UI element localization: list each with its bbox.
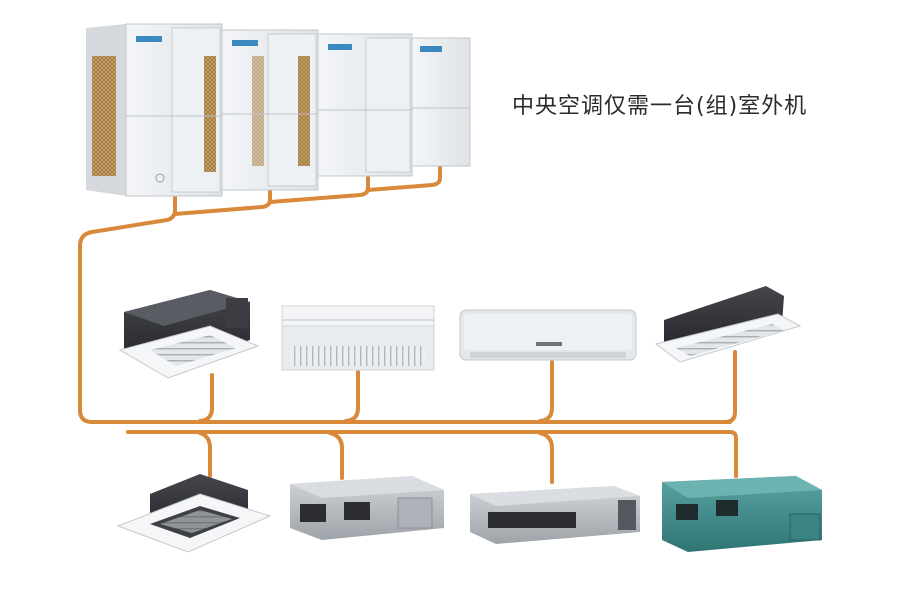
pipe-branch-r2-3 [538, 431, 554, 484]
four-way-cassette-dark [118, 290, 260, 379]
pipe-main-lower [126, 430, 738, 478]
outdoor-unit-3 [317, 33, 413, 177]
pipe-branch-r1-3 [538, 360, 554, 423]
refrigerant-pipes [78, 163, 738, 484]
pipe-branch-r2-1 [198, 431, 212, 478]
wall-mounted-unit [459, 309, 637, 361]
diagram-caption: 中央空调仅需一台(组)室外机 [512, 94, 808, 119]
duct-unit-high-static [290, 476, 444, 540]
ceiling-floor-unit [281, 305, 435, 371]
pipe-branch-r1-2 [344, 370, 360, 423]
slim-duct-unit [470, 486, 640, 544]
outdoor-unit-2 [221, 29, 319, 191]
pipe-branch-r1-1 [198, 373, 214, 423]
outdoor-logo [136, 36, 162, 42]
outdoor-unit-4 [411, 37, 471, 167]
teal-duct-unit [662, 476, 822, 552]
outdoor-unit-1 [86, 23, 223, 197]
pipe-outdoor-header [78, 188, 177, 424]
four-way-cassette-white [116, 474, 272, 553]
outdoor-grille-left [92, 56, 116, 176]
pipe-outdoor-4 [366, 163, 442, 192]
pipe-branch-r2-2 [328, 431, 344, 480]
pipe-branch-r1-4 [723, 350, 737, 424]
one-way-cassette [654, 286, 802, 363]
outdoor-units-group [86, 23, 471, 197]
